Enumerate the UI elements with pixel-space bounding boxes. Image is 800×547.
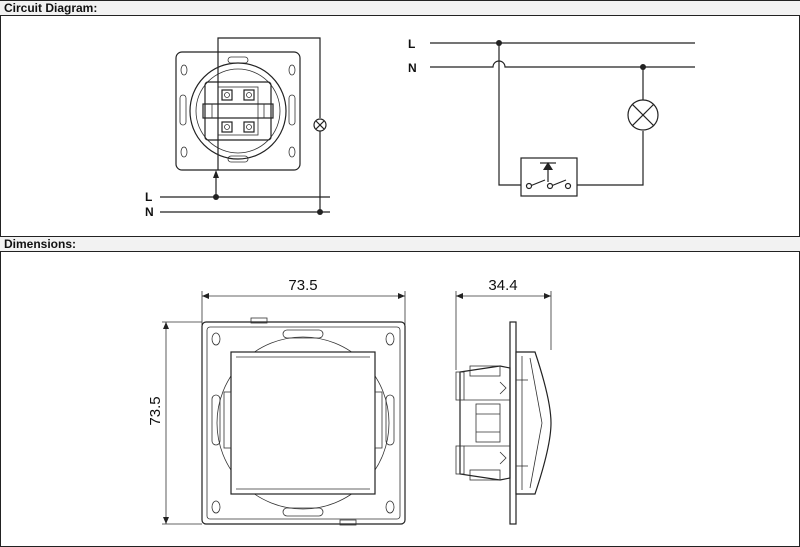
dimensions-header: Dimensions: — [0, 236, 800, 252]
switch-body — [189, 62, 287, 160]
front-view-icon — [162, 291, 406, 526]
left-n-label: N — [145, 205, 154, 219]
side-view-icon — [455, 291, 552, 525]
lamp-icon — [313, 118, 327, 132]
lamp-icon — [627, 99, 659, 131]
left-l-label: L — [145, 190, 152, 204]
switch-icon — [520, 157, 578, 197]
right-n-line — [430, 60, 695, 68]
circuit-diagram-header: Circuit Diagram: — [0, 0, 800, 16]
circuit-diagram-title: Circuit Diagram: — [4, 1, 98, 15]
right-n-label: N — [408, 61, 417, 75]
dimensions-title: Dimensions: — [4, 237, 77, 251]
mounting-plate — [175, 51, 301, 171]
width-dimension: 73.5 — [288, 277, 317, 294]
schematic-diagram — [430, 40, 695, 197]
height-dimension: 73.5 — [147, 396, 164, 425]
right-l-label: L — [408, 37, 415, 51]
depth-dimension: 34.4 — [488, 277, 517, 294]
wiring-diagram-icon — [160, 37, 330, 215]
